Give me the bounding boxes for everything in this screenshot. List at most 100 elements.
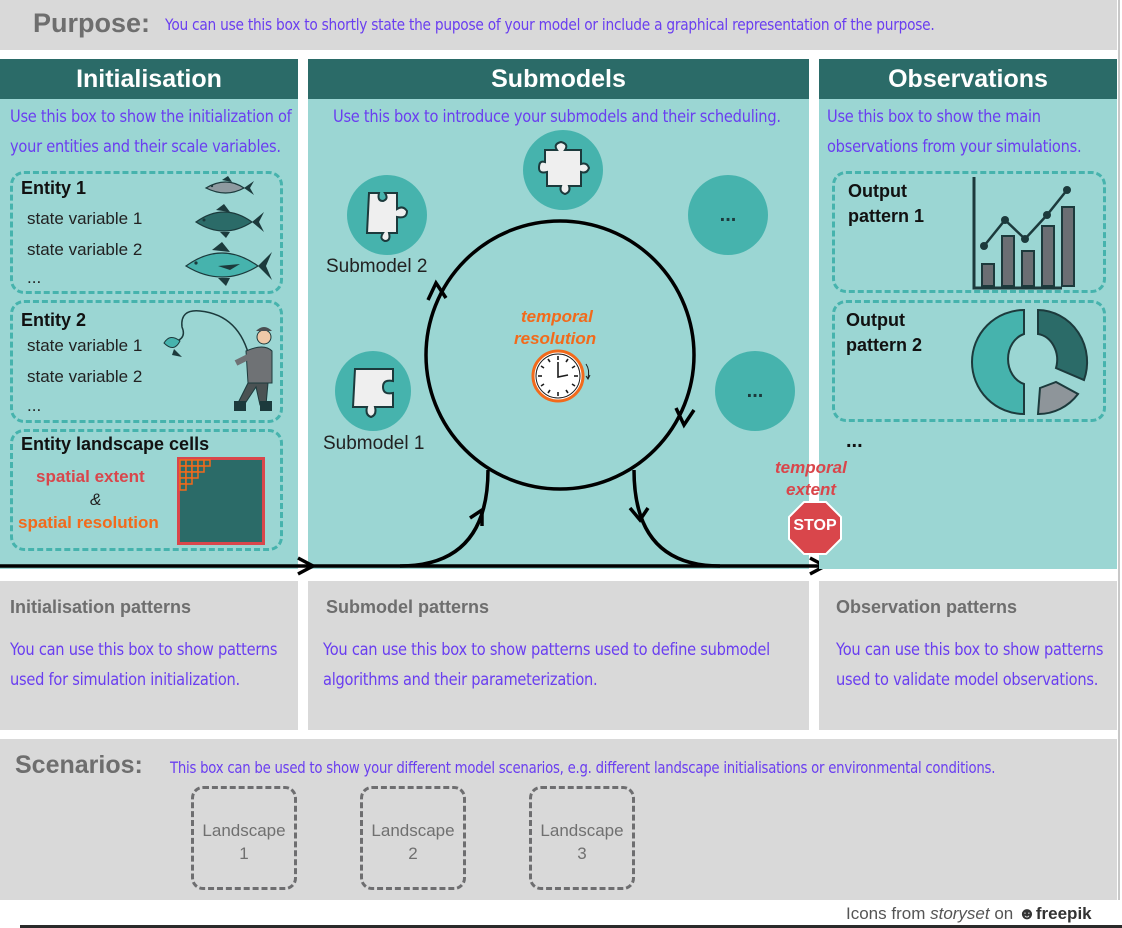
spatial-extent-label: spatial extent [36, 467, 145, 486]
initialisation-patterns-text-2: used for simulation initialization. [10, 670, 240, 690]
entity-2-var-2: state variable 2 [27, 367, 143, 386]
credits-source[interactable]: storyset [930, 904, 990, 923]
ellipsis-label: ... [719, 204, 737, 226]
landscape-2-number: 2 [408, 844, 418, 863]
landscape-3-label: Landscape [540, 821, 624, 840]
output-pattern-2-title-1: Output [846, 310, 905, 330]
purpose-label: Purpose: [33, 8, 151, 38]
ampersand-label: & [90, 490, 102, 509]
temporal-extent-label-1: temporal [775, 458, 847, 477]
entity-1-var-more: ... [27, 268, 42, 287]
entity-1-title: Entity 1 [21, 178, 87, 198]
observations-header: Observations [819, 59, 1117, 99]
output-pattern-2-box [832, 300, 1106, 422]
fish-icon [184, 176, 272, 286]
observation-patterns-panel [819, 581, 1117, 730]
submodel-more-circle-right[interactable]: ... [715, 351, 795, 431]
entity-2-box [10, 300, 283, 423]
entity-2-title: Entity 2 [21, 310, 87, 330]
landscape-cells-title: Entity landscape cells [21, 434, 210, 454]
landscape-1-label: Landscape [202, 821, 286, 840]
observations-description-1: Use this box to show the main [827, 107, 1041, 127]
cycle-arrow-up [426, 279, 448, 301]
submodel-patterns-text-2: algorithms and their parameterization. [323, 670, 598, 690]
submodel-2-label: Submodel 2 [326, 256, 428, 277]
observation-patterns-text-2: used to validate model observations. [836, 670, 1099, 690]
entry-curve [399, 469, 490, 568]
initialisation-description-2: your entities and their scale variables. [10, 137, 281, 157]
landscape-grid-icon [177, 457, 265, 545]
observation-patterns-text-1: You can use this box to show patterns [836, 640, 1104, 660]
initialisation-patterns-title: Initialisation patterns [10, 597, 192, 617]
purpose-text: You can use this box to shortly state th… [165, 15, 935, 34]
temporal-extent-label-2: extent [786, 480, 837, 499]
large-fish-icon [184, 242, 272, 286]
exit-arrow [628, 506, 650, 523]
initialisation-description-1: Use this box to show the initialization … [10, 107, 292, 127]
donut-chart-icon [971, 308, 1089, 416]
submodel-1-circle[interactable] [335, 351, 411, 431]
entry-arrow [469, 506, 484, 526]
schedule-cycle-circle [424, 219, 696, 491]
entity-2-var-more: ... [27, 396, 42, 415]
submodel-top-circle[interactable] [523, 130, 603, 210]
initialisation-header: Initialisation [0, 59, 298, 99]
scenarios-text: This box can be used to show your differ… [170, 758, 996, 777]
initialisation-patterns-text-1: You can use this box to show patterns [10, 640, 278, 660]
observation-patterns-title: Observation patterns [836, 597, 1018, 617]
landscape-2-box[interactable]: Landscape 2 [360, 786, 466, 890]
medium-fish-icon [194, 204, 264, 238]
small-fish-icon [204, 176, 254, 195]
observations-more: ... [846, 430, 863, 452]
stop-sign-label: STOP [793, 517, 837, 534]
submodel-more-circle-top[interactable]: ... [688, 175, 768, 255]
landscape-2-label: Landscape [371, 821, 455, 840]
right-edge-border [1118, 0, 1120, 900]
landscape-3-box[interactable]: Landscape 3 [529, 786, 635, 890]
submodels-header: Submodels [308, 59, 809, 99]
scenarios-panel [0, 739, 1117, 900]
credits: Icons from storyset on ☻freepik [846, 904, 1092, 924]
stop-sign-icon: STOP [788, 501, 842, 555]
ellipsis-label: ... [746, 380, 764, 402]
submodel-2-circle[interactable] [347, 175, 427, 255]
bottom-scrollbar[interactable] [20, 925, 1122, 928]
landscape-1-box[interactable]: Landscape 1 [191, 786, 297, 890]
observations-description-2: observations from your simulations. [827, 137, 1082, 157]
cycle-arrow-down [674, 407, 696, 429]
submodel-patterns-title: Submodel patterns [326, 597, 490, 617]
initialisation-patterns-panel [0, 581, 298, 730]
submodel-patterns-text-1: You can use this box to show patterns us… [323, 640, 770, 660]
bar-line-chart-icon [972, 177, 1075, 290]
credits-middle: on [989, 904, 1018, 923]
landscape-cells-box [10, 429, 283, 551]
entity-2-var-1: state variable 1 [27, 336, 143, 355]
output-pattern-1-title-1: Output [848, 181, 907, 201]
fisherman-icon [163, 310, 273, 411]
clock-icon [531, 349, 591, 403]
submodel-patterns-panel [308, 581, 809, 730]
entity-1-var-2: state variable 2 [27, 240, 143, 259]
temporal-resolution-label-1: temporal [521, 307, 593, 326]
purpose-panel [0, 0, 1117, 50]
spatial-resolution-label: spatial resolution [18, 513, 159, 532]
credits-prefix: Icons from [846, 904, 931, 923]
scenarios-label: Scenarios: [15, 751, 143, 779]
caught-fish-icon [163, 337, 182, 357]
output-pattern-1-box [832, 171, 1106, 293]
timeline-arrow-1 [297, 556, 317, 576]
puzzle-piece-icon [365, 192, 409, 243]
puzzle-piece-icon [537, 140, 591, 196]
entity-1-var-1: state variable 1 [27, 209, 143, 228]
freepik-logo-icon: ☻ [1017, 904, 1036, 923]
temporal-resolution-label-2: resolution [514, 329, 597, 348]
puzzle-piece-icon [351, 368, 394, 419]
credits-brand[interactable]: freepik [1035, 904, 1092, 923]
submodels-description: Use this box to introduce your submodels… [333, 107, 781, 127]
submodel-1-label: Submodel 1 [323, 433, 425, 454]
landscape-3-number: 3 [577, 844, 587, 863]
exit-curve [632, 469, 721, 568]
output-pattern-2-title-2: pattern 2 [846, 335, 923, 355]
landscape-1-number: 1 [239, 844, 249, 863]
entity-1-box [10, 171, 283, 294]
